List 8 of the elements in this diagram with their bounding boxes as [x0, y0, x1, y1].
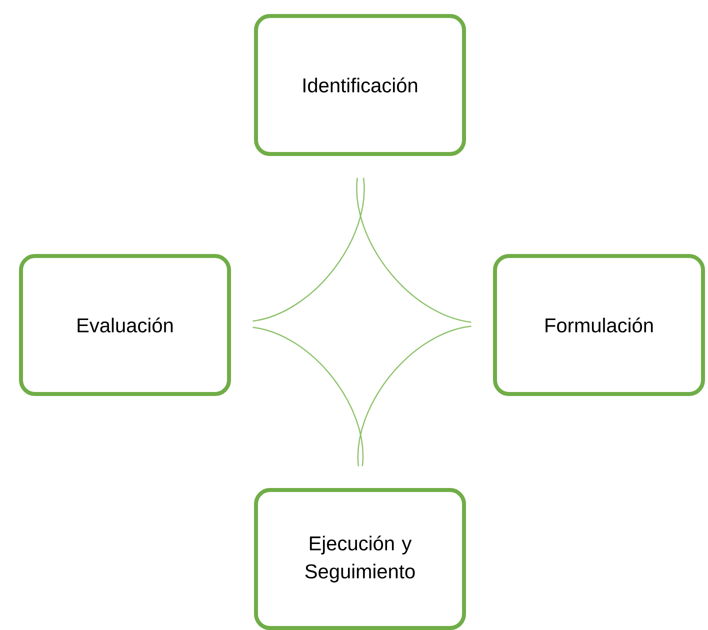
- process-box: Ejecución y Seguimiento: [254, 488, 466, 630]
- process-box: Formulación: [493, 254, 705, 396]
- arc-connector: [252, 326, 364, 466]
- process-box: Identificación: [254, 14, 466, 156]
- arc-connector: [356, 178, 472, 323]
- arc-connector: [358, 326, 472, 466]
- process-box: Evaluación: [19, 254, 231, 396]
- arc-connector: [252, 178, 365, 322]
